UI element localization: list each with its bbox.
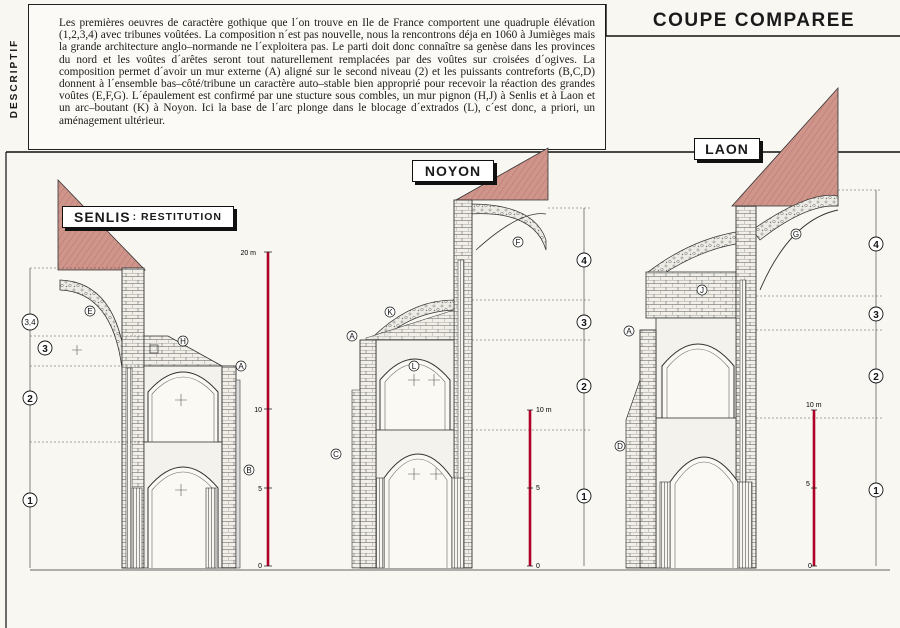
marker-laon-G: G: [790, 228, 802, 240]
senlis-scale-low: 5: [258, 486, 262, 493]
senlis-aisle-arch: [147, 466, 219, 568]
senlis-scale-zero: 0: [258, 563, 262, 570]
marker-senlis-H: H: [177, 335, 189, 347]
svg-text:A: A: [238, 362, 244, 371]
svg-text:2: 2: [873, 372, 879, 383]
laon-buttress: [625, 379, 641, 569]
senlis-outer-wall: [221, 365, 237, 569]
noyon-name: NOYON: [424, 163, 482, 179]
laon-level-4: 4: [868, 236, 884, 252]
laon-section: 10 m 5 0: [625, 86, 882, 570]
senlis-scale-mid: 10: [254, 407, 262, 414]
marker-laon-J: J: [696, 284, 708, 296]
marker-noyon-A: A: [346, 330, 358, 342]
laon-level-1: 1: [868, 482, 884, 498]
senlis-shaft: [125, 367, 133, 569]
svg-text:J: J: [700, 286, 704, 295]
noyon-label: NOYON: [412, 160, 494, 182]
svg-text:B: B: [246, 466, 251, 475]
svg-text:K: K: [387, 308, 393, 317]
noyon-high-vault: [475, 213, 547, 251]
senlis-level-2: 2: [22, 390, 38, 406]
noyon-section: 10 m 5 0: [351, 147, 590, 570]
laon-level-2: 2: [868, 368, 884, 384]
svg-text:3,4: 3,4: [24, 318, 36, 327]
marker-noyon-L: L: [408, 360, 420, 372]
marker-senlis-E: E: [84, 305, 96, 317]
marker-senlis-A: A: [235, 360, 247, 372]
noyon-scale-zero: 0: [536, 563, 540, 570]
laon-tribune-arch: [661, 343, 735, 418]
svg-text:4: 4: [873, 240, 879, 251]
svg-text:1: 1: [27, 496, 33, 507]
noyon-level-4: 4: [576, 252, 592, 268]
svg-text:1: 1: [581, 492, 587, 503]
svg-text:A: A: [626, 327, 632, 336]
svg-text:C: C: [333, 450, 339, 459]
laon-name: LAON: [705, 141, 749, 157]
senlis-level-34: 3,4: [21, 313, 39, 331]
svg-text:D: D: [617, 442, 623, 451]
laon-label: LAON: [694, 138, 760, 160]
senlis-gable-opening: [149, 344, 159, 354]
senlis-level-3: 3: [37, 340, 53, 356]
senlis-label: SENLIS: RESTITUTION: [62, 206, 234, 228]
noyon-scale-mid: 5: [536, 485, 540, 492]
svg-text:3: 3: [873, 310, 879, 321]
senlis-level-1: 1: [22, 492, 38, 508]
description-text: Les premières oeuvres de caractère gothi…: [59, 17, 595, 127]
noyon-buttress: [351, 389, 361, 569]
svg-text:G: G: [793, 230, 799, 239]
laon-scale-zero: 0: [808, 563, 812, 570]
senlis-high-vault: [59, 279, 127, 369]
noyon-outer-wall: [359, 339, 377, 569]
senlis-subtitle: : RESTITUTION: [132, 211, 222, 223]
svg-text:F: F: [516, 238, 521, 247]
senlis-name: SENLIS: [74, 209, 131, 225]
marker-laon-A: A: [623, 325, 635, 337]
laon-outer-wall: [639, 329, 657, 569]
svg-text:H: H: [180, 337, 186, 346]
noyon-aisle-arch: [383, 453, 453, 568]
noyon-level-3: 3: [576, 314, 592, 330]
senlis-section: 20 m 10 5 0: [29, 179, 272, 570]
svg-text:1: 1: [873, 486, 879, 497]
svg-text:3: 3: [42, 344, 48, 355]
svg-text:2: 2: [27, 394, 33, 405]
laon-scale-mid: 5: [806, 481, 810, 488]
svg-text:A: A: [349, 332, 355, 341]
svg-text:3: 3: [581, 318, 587, 329]
svg-text:2: 2: [581, 382, 587, 393]
page-title: COUPE COMPAREE: [652, 10, 856, 31]
noyon-scale-top: 10 m: [536, 407, 552, 414]
laon-gable-wall: [645, 271, 737, 319]
noyon-tribune-arch: [379, 358, 451, 430]
description-box: Les premières oeuvres de caractère gothi…: [28, 4, 606, 150]
svg-text:L: L: [412, 362, 417, 371]
marker-noyon-C: C: [330, 448, 342, 460]
svg-text:E: E: [87, 307, 92, 316]
laon-roof: [731, 86, 839, 207]
svg-text:4: 4: [581, 256, 587, 267]
laon-aisle-arch: [669, 456, 739, 568]
noyon-roof: [454, 147, 549, 201]
noyon-level-1: 1: [576, 488, 592, 504]
marker-laon-D: D: [614, 440, 626, 452]
laon-scale-top: 10 m: [806, 402, 822, 409]
marker-noyon-F: F: [512, 236, 524, 248]
senlis-scale-top: 20 m: [240, 250, 256, 257]
marker-noyon-K: K: [384, 306, 396, 318]
laon-level-3: 3: [868, 306, 884, 322]
marker-senlis-B: B: [243, 464, 255, 476]
noyon-level-2: 2: [576, 378, 592, 394]
senlis-tribune-arch: [147, 371, 219, 442]
